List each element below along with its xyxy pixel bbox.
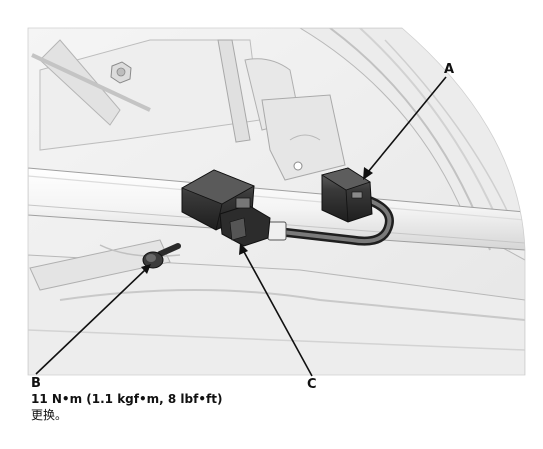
bolt-icon (142, 243, 181, 269)
callout-b-label: B (31, 376, 41, 391)
body-panel-region (28, 28, 525, 375)
upper-bolt-icon (110, 61, 132, 84)
replace-note-text: 更换。 (31, 408, 68, 422)
leader-line-c (239, 243, 313, 377)
leader-line-b (35, 264, 151, 375)
connector-c-icon (181, 169, 271, 247)
callout-a-label: A (444, 62, 455, 77)
connector-a-icon (321, 167, 373, 223)
figure-frame (27, 27, 526, 376)
leader-line-a (363, 76, 447, 180)
callout-c-label: C (307, 377, 317, 392)
torque-spec-text: 11 N•m (1.1 kgf•m, 8 lbf•ft) (31, 392, 223, 406)
